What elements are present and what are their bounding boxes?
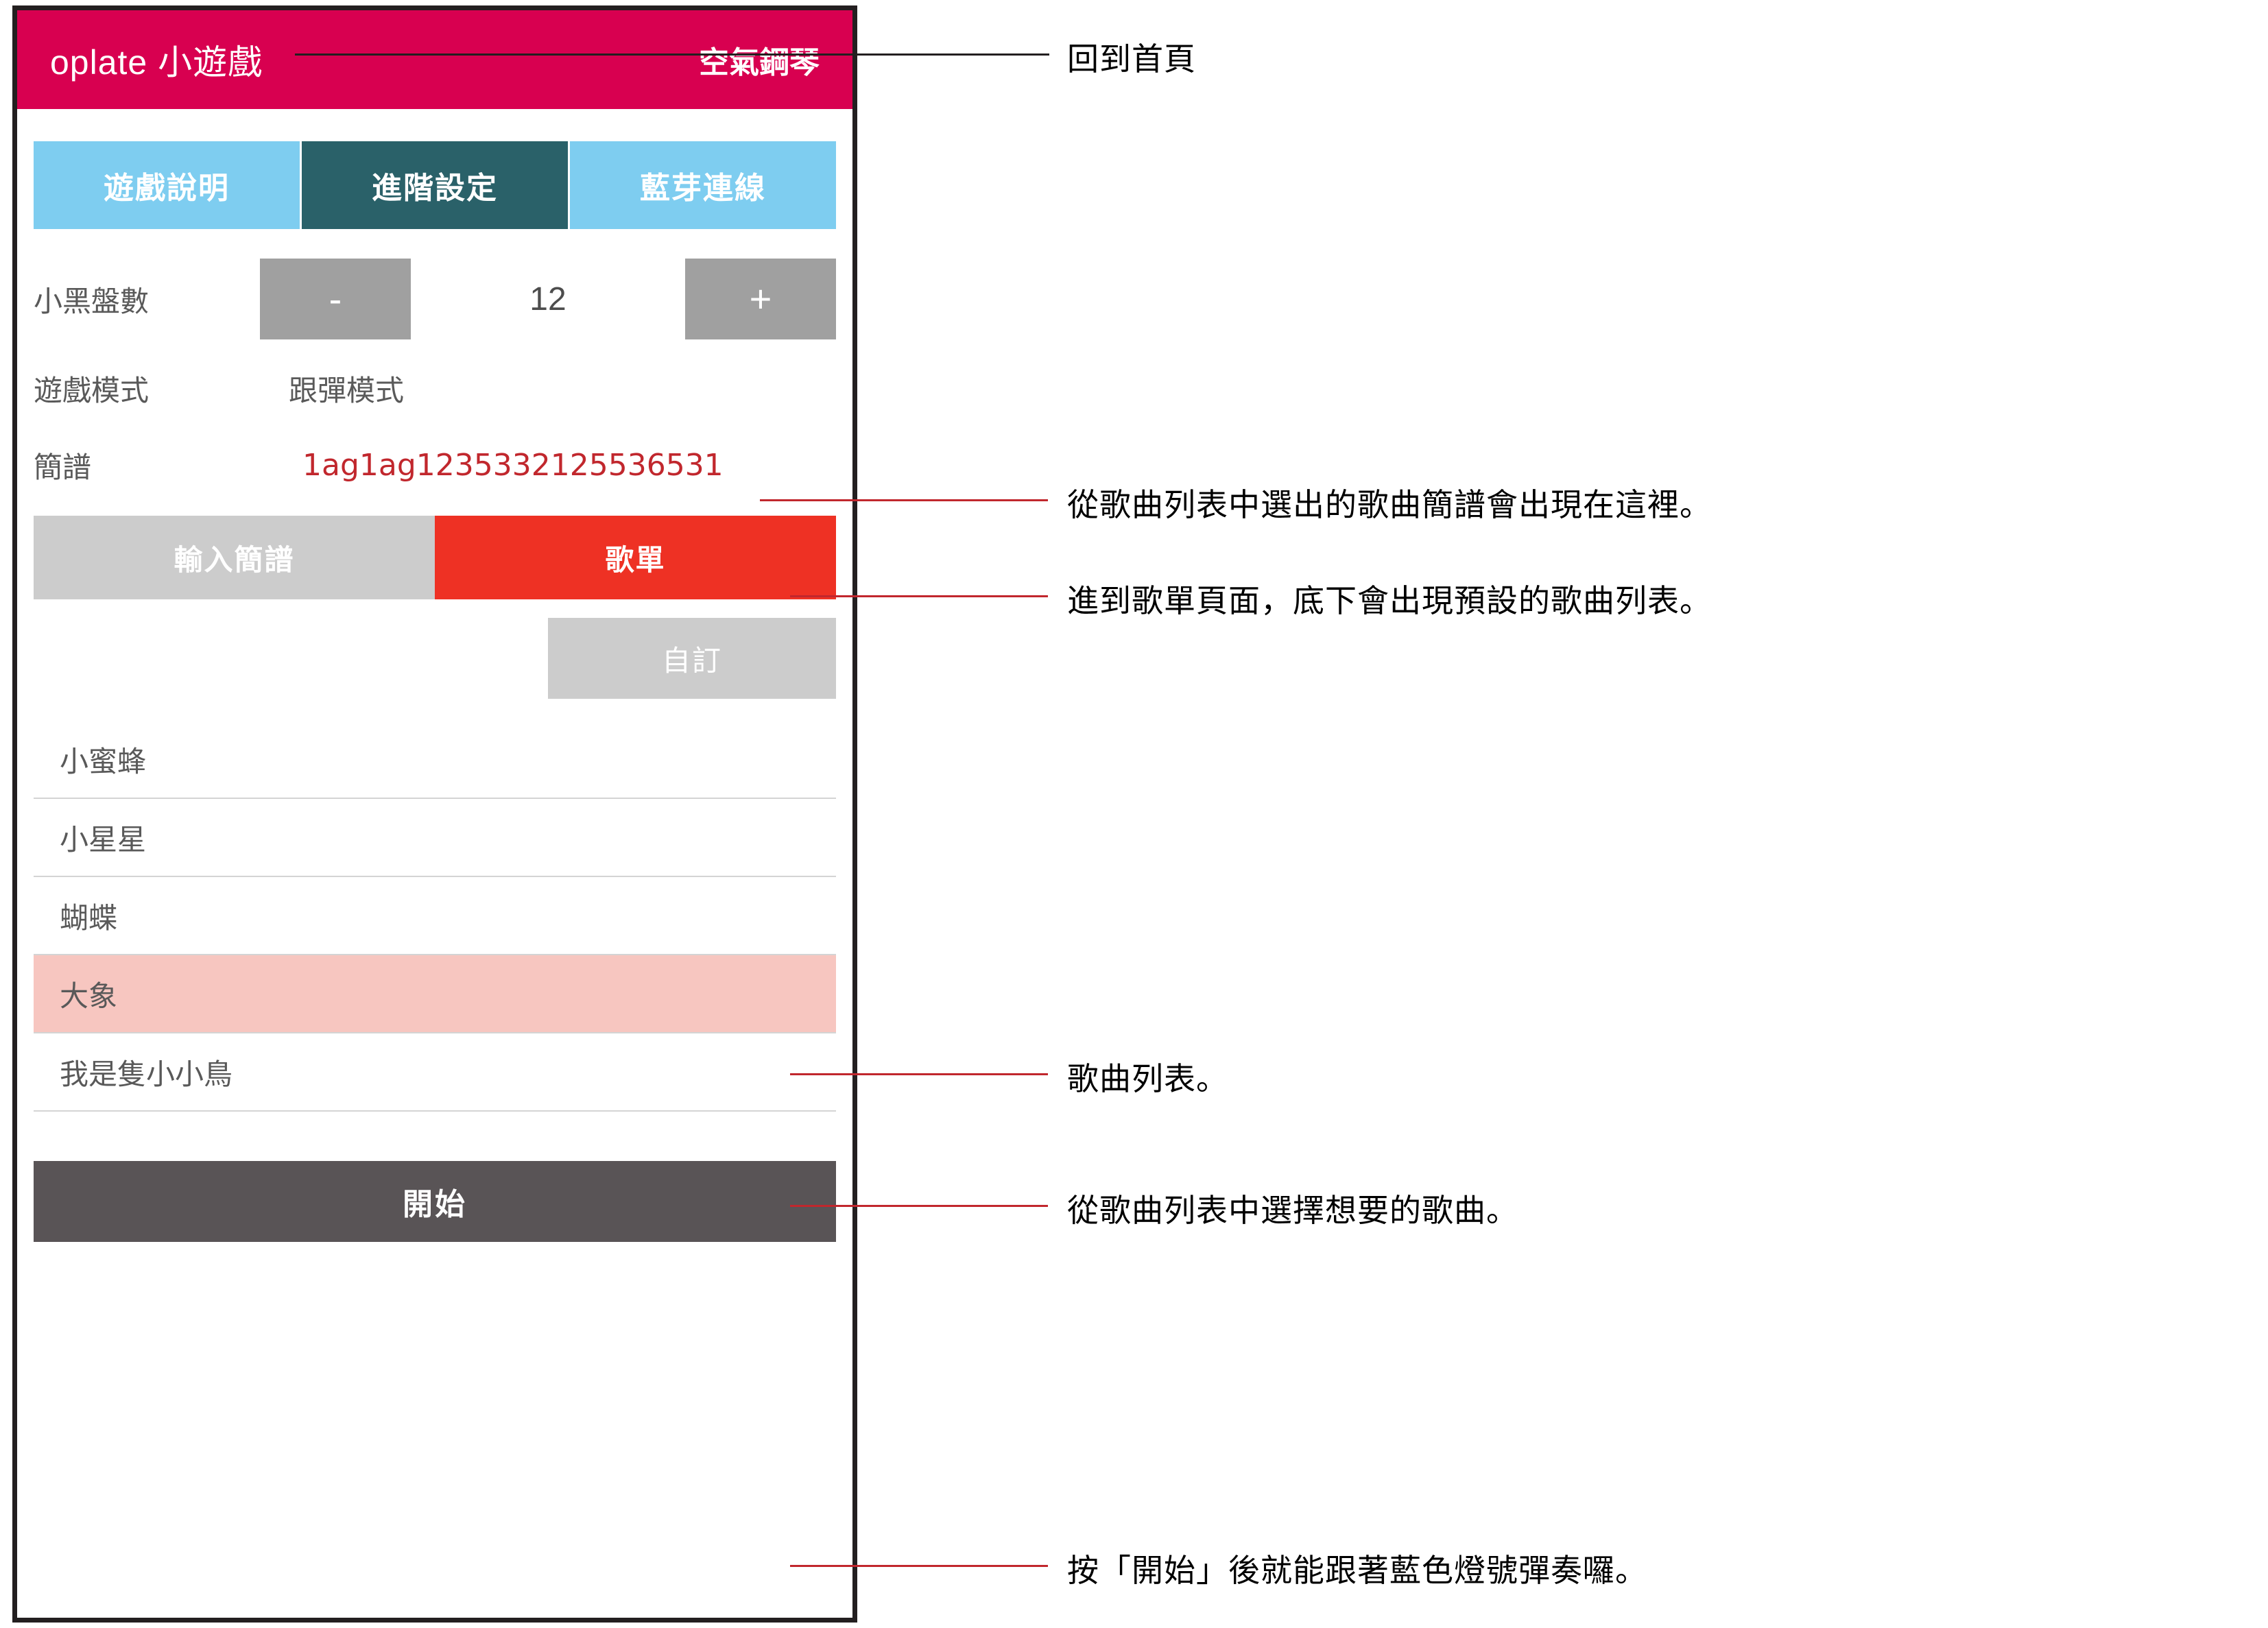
leader-line-start	[790, 1565, 1048, 1567]
list-item[interactable]: 小蜜蜂	[34, 721, 836, 799]
home-link[interactable]: 空氣鋼琴	[699, 46, 820, 80]
custom-button[interactable]: 自訂	[548, 618, 836, 699]
app-title: oplate 小遊戲	[50, 43, 263, 82]
notation-row: 簡譜 1ag1ag1235332125536531	[34, 427, 836, 503]
source-tab-input-notation[interactable]: 輸入簡譜	[34, 516, 435, 599]
disc-count-label: 小黑盤數	[34, 285, 150, 318]
start-button-row: 開始	[34, 1161, 836, 1242]
list-item[interactable]: 我是隻小小鳥	[34, 1033, 836, 1112]
phone-frame: oplate 小遊戲 空氣鋼琴 遊戲說明 進階設定 藍芽連線 小黑盤數 - 12…	[12, 5, 857, 1623]
tab-bar: 遊戲說明 進階設定 藍芽連線	[34, 141, 836, 229]
leader-line-songlist-page	[790, 595, 1048, 597]
source-tab-group: 輸入簡譜 歌單	[34, 516, 836, 599]
disc-count-value: 12	[529, 280, 566, 318]
callout-select-song: 從歌曲列表中選擇想要的歌曲。	[1067, 1193, 1518, 1228]
tab-advanced-settings[interactable]: 進階設定	[300, 141, 568, 229]
leader-line-notation	[760, 499, 1048, 501]
callout-notation: 從歌曲列表中選出的歌曲簡譜會出現在這裡。	[1067, 487, 1712, 523]
start-button[interactable]: 開始	[34, 1161, 836, 1242]
game-mode-label: 遊戲模式	[34, 374, 150, 407]
callout-songlist: 歌曲列表。	[1067, 1061, 1228, 1097]
notation-value: 1ag1ag1235332125536531	[302, 447, 724, 483]
disc-count-minus-button[interactable]: -	[260, 259, 411, 339]
list-bottom-spacer	[34, 1112, 836, 1161]
tab-game-instructions[interactable]: 遊戲說明	[34, 141, 300, 229]
notation-label: 簡譜	[34, 451, 92, 483]
custom-button-row: 自訂	[34, 618, 836, 699]
callout-songlist-page: 進到歌單頁面，底下會出現預設的歌曲列表。	[1067, 583, 1712, 619]
app-header: oplate 小遊戲 空氣鋼琴	[17, 10, 852, 109]
callout-home: 回到首頁	[1067, 41, 1196, 77]
disc-count-plus-button[interactable]: +	[685, 259, 836, 339]
leader-line-home	[295, 53, 1049, 56]
list-item[interactable]: 小星星	[34, 799, 836, 877]
leader-line-songlist	[790, 1073, 1048, 1075]
callout-start: 按「開始」後就能跟著藍色燈號彈奏囉。	[1067, 1553, 1647, 1588]
song-list: 小蜜蜂 小星星 蝴蝶 大象 我是隻小小鳥	[34, 721, 836, 1161]
list-item[interactable]: 蝴蝶	[34, 877, 836, 955]
list-item-selected[interactable]: 大象	[34, 955, 836, 1033]
disc-count-row: 小黑盤數 - 12 +	[34, 248, 836, 350]
source-tab-songlist[interactable]: 歌單	[435, 516, 836, 599]
game-mode-row[interactable]: 遊戲模式 跟彈模式	[34, 350, 836, 427]
settings-panel: 小黑盤數 - 12 + 遊戲模式 跟彈模式 簡譜 1ag1ag123533212…	[17, 248, 852, 503]
tab-bluetooth[interactable]: 藍芽連線	[568, 141, 836, 229]
leader-line-select-song	[790, 1205, 1048, 1207]
game-mode-value: 跟彈模式	[289, 374, 405, 407]
